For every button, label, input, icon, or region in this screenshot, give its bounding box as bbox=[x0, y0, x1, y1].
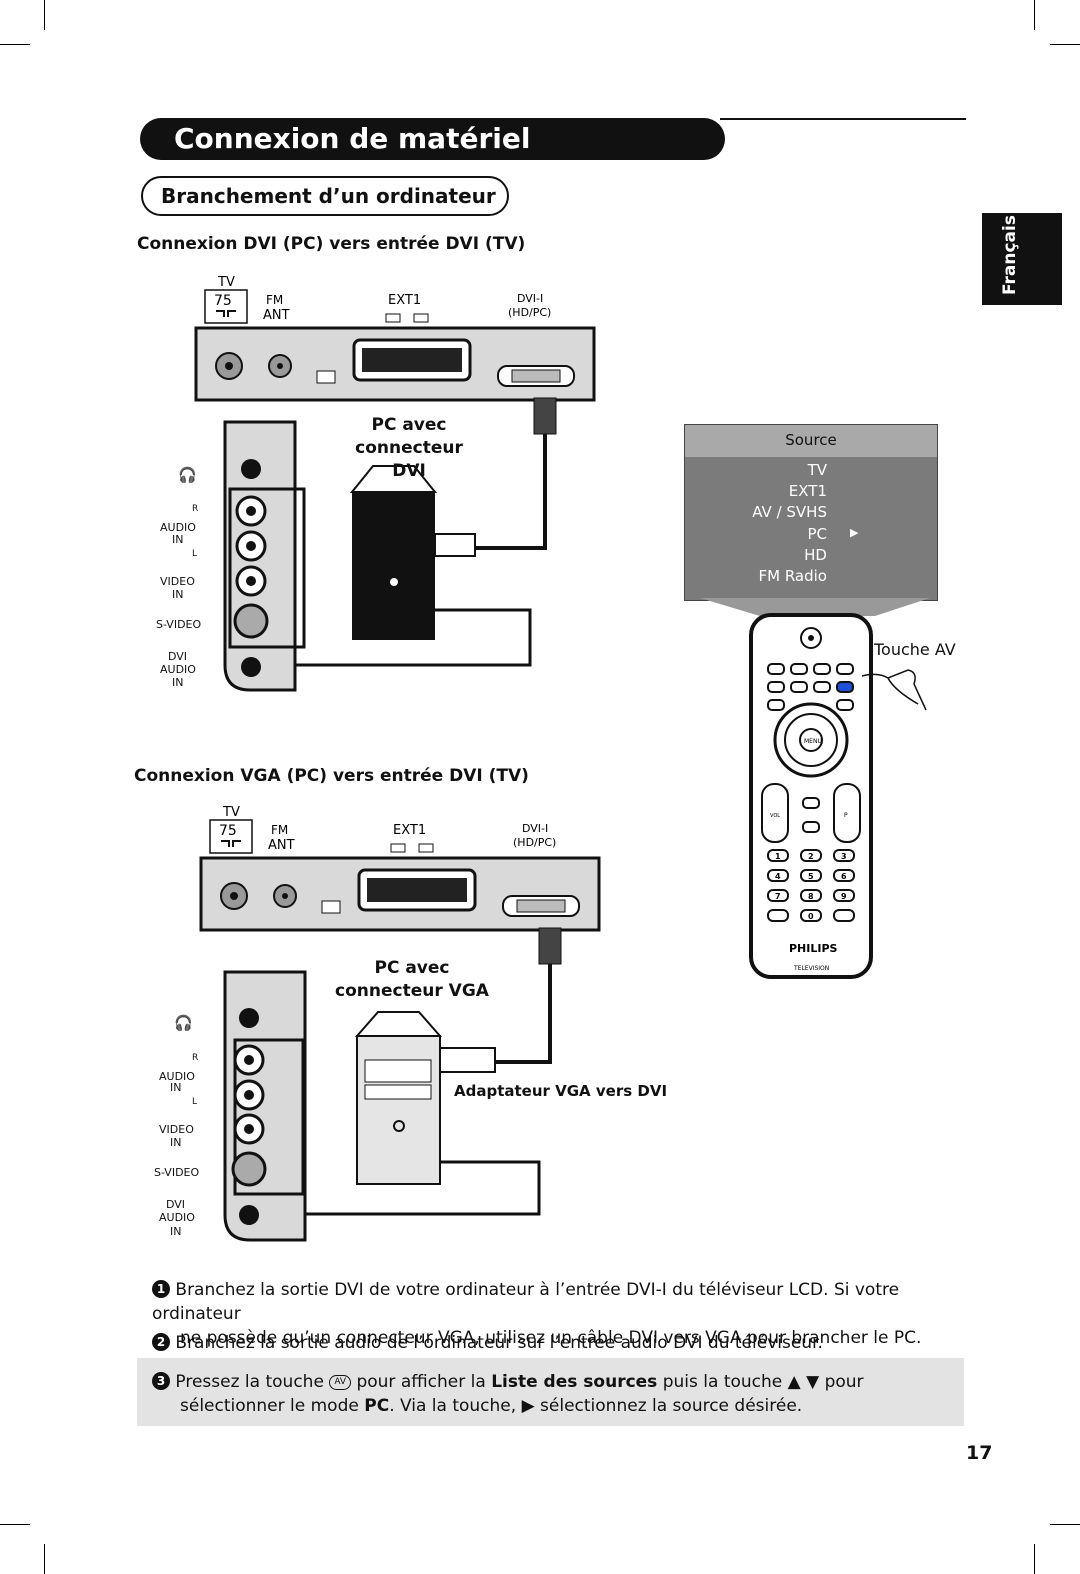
svg-text:(HD/PC): (HD/PC) bbox=[513, 836, 556, 849]
menu-item-ext1[interactable]: EXT1 bbox=[788, 482, 827, 500]
tv-label: TV bbox=[217, 275, 235, 290]
svg-text:ANT: ANT bbox=[268, 838, 295, 853]
pc-dvi-label: PC avec connecteur DVI bbox=[355, 415, 463, 481]
ant-label: ANT bbox=[263, 308, 290, 323]
ant-box bbox=[204, 289, 248, 324]
side-dvi-audio-label: AUDIO bbox=[160, 663, 196, 676]
side-svideo-label: S-VIDEO bbox=[156, 618, 202, 631]
headphone-icon: 🎧 bbox=[178, 466, 197, 484]
pc-vga-label: PC avec connecteur VGA bbox=[335, 958, 489, 1001]
svg-text:7: 7 bbox=[775, 892, 781, 901]
menu-item-tv[interactable]: TV bbox=[807, 461, 827, 479]
svg-text:8: 8 bbox=[808, 892, 814, 901]
scart-icon bbox=[385, 313, 401, 323]
crop-mark bbox=[1050, 1524, 1080, 1525]
headphone-icon: 🎧 bbox=[174, 1014, 193, 1032]
dvi-connection-diagram: TV 75 FM ANT EXT1 DVI-I (HD/PC) bbox=[194, 275, 596, 692]
svg-text:FM: FM bbox=[271, 823, 288, 837]
svg-text:4: 4 bbox=[775, 872, 781, 881]
section1-heading: Connexion DVI (PC) vers entrée DVI (TV) bbox=[137, 234, 526, 254]
side-dvi-audio-label: AUDIO bbox=[159, 1211, 195, 1224]
crop-mark bbox=[1050, 44, 1080, 45]
svg-text:P: P bbox=[844, 812, 848, 819]
crop-mark bbox=[44, 1544, 45, 1574]
pc-tower bbox=[352, 492, 435, 640]
step-2: 2 Branchez la sortie audio de l’ordinate… bbox=[152, 1331, 972, 1355]
svg-text:3: 3 bbox=[841, 852, 847, 861]
side-in-label: IN bbox=[172, 533, 184, 546]
coax-icon bbox=[216, 310, 236, 317]
side-video-label: VIDEO bbox=[160, 575, 195, 588]
title-rule bbox=[720, 118, 966, 120]
side-dvi-in-label: IN bbox=[170, 1225, 182, 1238]
svg-text:2: 2 bbox=[808, 852, 814, 861]
side-audio-label: AUDIO bbox=[160, 521, 196, 534]
menu-item-av-svhs[interactable]: AV / SVHS bbox=[752, 503, 827, 521]
vga-connection-diagram: TV 75 FM ANT EXT1 DVI-I (HD/PC) bbox=[199, 805, 601, 1242]
adapter-label: Adaptateur VGA vers DVI bbox=[454, 1082, 668, 1100]
svg-text:MENU: MENU bbox=[804, 738, 822, 745]
page-title: Connexion de matériel périphérique bbox=[140, 118, 725, 197]
menu-item-pc[interactable]: PC bbox=[807, 525, 827, 543]
fm-label: FM bbox=[266, 293, 283, 307]
remote-brand: PHILIPS bbox=[789, 942, 838, 955]
side-audio-label: AUDIO bbox=[159, 1070, 195, 1083]
dvi-label: DVI-I bbox=[517, 292, 543, 305]
side-dvi-in-label: IN bbox=[172, 676, 184, 689]
svg-text:6: 6 bbox=[841, 872, 847, 881]
side-video-label: VIDEO bbox=[159, 1123, 194, 1136]
side-video-in-label: IN bbox=[172, 588, 184, 601]
page-number: 17 bbox=[966, 1442, 993, 1464]
svg-text:TELEVISION: TELEVISION bbox=[793, 965, 829, 972]
ohm-label: 75 bbox=[214, 293, 232, 309]
remote-control: MENU VOL P 1 2 3 4 5 6 7 8 9 0 PHILIPS TELEVIS… bbox=[749, 613, 873, 979]
side-r-label: R bbox=[192, 504, 199, 514]
menu-pointer bbox=[700, 598, 930, 616]
av-key-icon: AV bbox=[329, 1375, 352, 1390]
crop-mark bbox=[1034, 1544, 1035, 1574]
menu-arrow-icon: ▶ bbox=[850, 526, 859, 539]
side-dvi-label: DVI bbox=[168, 650, 188, 663]
language-tab: Français bbox=[982, 213, 1062, 305]
step-1: 1 Branchez la sortie DVI de votre ordina… bbox=[152, 1280, 922, 1348]
side-in-label: IN bbox=[170, 1081, 182, 1094]
side-svideo-label: S-VIDEO bbox=[154, 1166, 200, 1179]
section-subtitle: Branchement d’un ordinateur bbox=[141, 176, 509, 216]
side-l-label: L bbox=[192, 549, 198, 559]
source-menu-title: Source bbox=[685, 425, 937, 457]
svg-text:EXT1: EXT1 bbox=[393, 823, 426, 838]
crop-mark bbox=[0, 1524, 30, 1525]
crop-mark bbox=[1034, 0, 1035, 30]
hand-icon bbox=[861, 669, 927, 711]
side-l-label: L bbox=[192, 1097, 198, 1107]
hdpc-label: (HD/PC) bbox=[508, 306, 551, 319]
svg-text:1: 1 bbox=[775, 852, 781, 861]
side-dvi-label: DVI bbox=[166, 1198, 186, 1211]
touche-av-label: Touche AV bbox=[874, 640, 956, 659]
side-r-label: R bbox=[192, 1053, 199, 1063]
step-3: 3 Pressez la touche AV pour afficher la … bbox=[152, 1370, 952, 1418]
section2-heading: Connexion VGA (PC) vers entrée DVI (TV) bbox=[134, 766, 529, 786]
svg-text:VOL: VOL bbox=[770, 813, 780, 819]
svg-text:DVI-I: DVI-I bbox=[522, 822, 548, 835]
step3-background bbox=[137, 1358, 964, 1426]
source-menu: Source TV EXT1 AV / SVHS PC ▶ HD FM Radi… bbox=[684, 424, 938, 601]
svg-text:9: 9 bbox=[841, 892, 847, 901]
ext1-label: EXT1 bbox=[388, 293, 421, 308]
svg-text:0: 0 bbox=[808, 912, 814, 921]
side-video-in-label: IN bbox=[170, 1136, 182, 1149]
av-button bbox=[836, 681, 854, 693]
crop-mark bbox=[44, 0, 45, 30]
crop-mark bbox=[0, 44, 30, 45]
svg-text:75: 75 bbox=[219, 823, 237, 839]
menu-item-hd[interactable]: HD bbox=[804, 546, 827, 564]
svg-text:5: 5 bbox=[808, 872, 814, 881]
menu-item-fm-radio[interactable]: FM Radio bbox=[758, 567, 828, 585]
svg-text:TV: TV bbox=[222, 805, 240, 820]
